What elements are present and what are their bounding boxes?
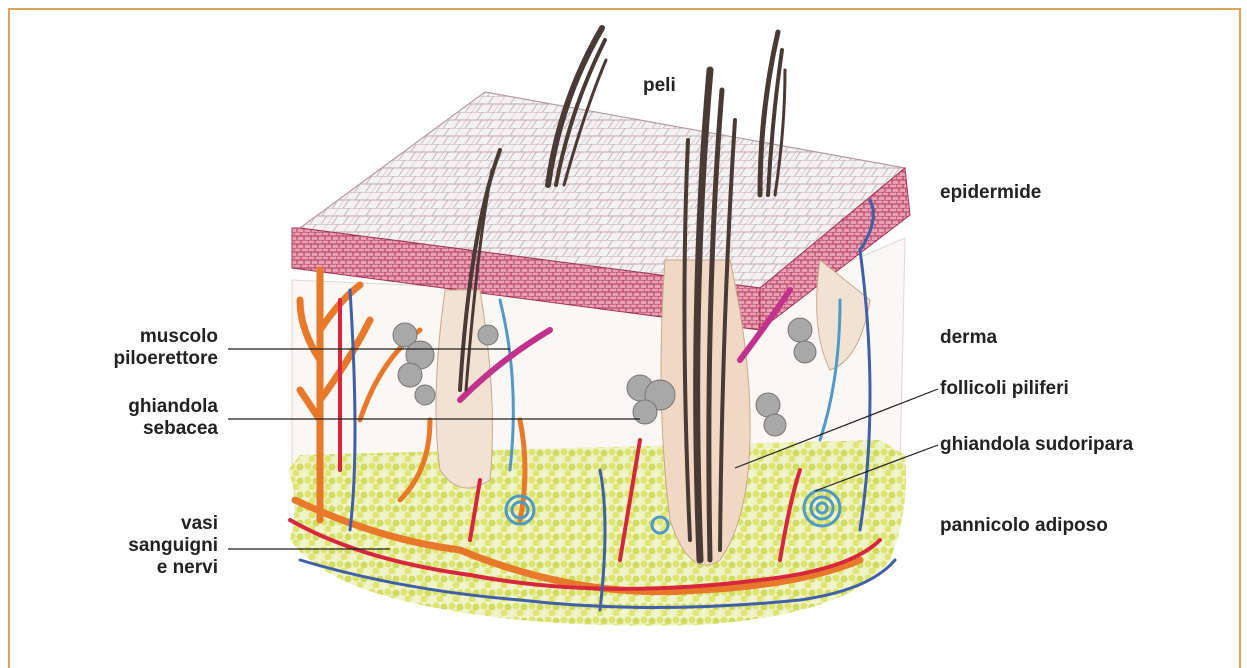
label-ghiandola-sudoripara: ghiandola sudoripara: [940, 434, 1133, 456]
label-pannicolo-adiposo: pannicolo adiposo: [940, 515, 1108, 537]
label-muscolo-line2: piloerettore: [104, 348, 218, 370]
label-sebacea-line1: ghiandola: [104, 396, 218, 418]
label-peli: peli: [643, 75, 676, 97]
label-sebacea-line2: sebacea: [104, 418, 218, 440]
label-epidermide: epidermide: [940, 182, 1041, 204]
label-muscolo-piloerettore: muscolo piloerettore: [104, 326, 218, 370]
label-vasi-line1: vasi: [104, 513, 218, 535]
label-follicoli-piliferi: follicoli piliferi: [940, 378, 1069, 400]
label-muscolo-line1: muscolo: [104, 326, 218, 348]
label-derma: derma: [940, 327, 997, 349]
label-vasi-line2: sanguigni: [104, 535, 218, 557]
label-vasi-line3: e nervi: [104, 557, 218, 579]
label-ghiandola-sebacea: ghiandola sebacea: [104, 396, 218, 440]
label-vasi-sanguigni-e-nervi: vasi sanguigni e nervi: [104, 513, 218, 579]
